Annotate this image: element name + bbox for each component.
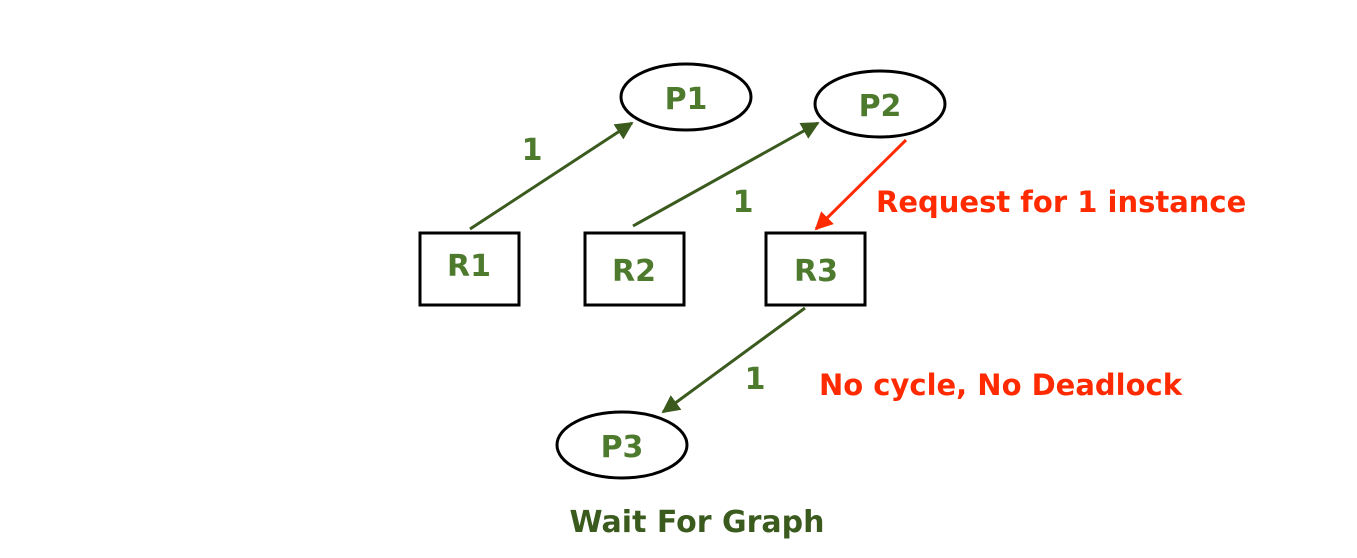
r2-label: R2 — [612, 254, 656, 289]
edge-p2-to-r3-request — [814, 138, 908, 231]
resource-node-r2 — [583, 231, 686, 307]
edge-r3-to-p3 — [661, 306, 806, 414]
edge-label-r2-p2: 1 — [733, 185, 754, 220]
p2-label: P2 — [859, 89, 902, 124]
process-node-p1 — [619, 62, 753, 132]
diagram-caption: Wait For Graph — [570, 505, 825, 540]
request-annotation: Request for 1 instance — [876, 185, 1246, 219]
result-annotation: No cycle, No Deadlock — [819, 368, 1183, 402]
edge-r1-to-p1 — [469, 121, 634, 231]
process-node-p3 — [555, 410, 689, 480]
resource-node-r3 — [764, 231, 867, 307]
process-node-p2 — [813, 69, 947, 139]
resource-node-r1 — [418, 231, 521, 307]
edge-r2-to-p2 — [632, 121, 820, 228]
edge-label-r3-p3: 1 — [745, 362, 766, 397]
edge-label-r1-p1: 1 — [522, 133, 543, 168]
p3-label: P3 — [601, 430, 644, 465]
p1-label: P1 — [665, 82, 708, 117]
r1-label: R1 — [447, 249, 491, 284]
r3-label: R3 — [794, 254, 838, 289]
